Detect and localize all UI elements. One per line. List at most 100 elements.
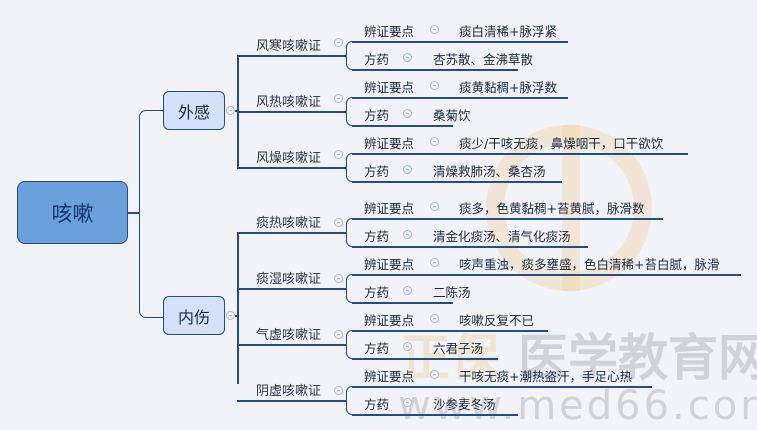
key-points-label: 辨证要点 bbox=[364, 136, 415, 151]
leaf-bracket bbox=[346, 41, 358, 70]
watermark-logo-bar bbox=[562, 125, 580, 291]
subtype-yinxu[interactable]: 阴虚咳嗽证 bbox=[256, 384, 322, 399]
formula-value: 沙参麦冬汤 bbox=[433, 397, 496, 412]
key-points-value: 咳嗽反复不已 bbox=[459, 313, 535, 328]
subtype-fenghan[interactable]: 风寒咳嗽证 bbox=[256, 39, 322, 54]
leaf-bracket bbox=[346, 97, 358, 126]
collapse-toggle-icon[interactable] bbox=[403, 165, 412, 174]
formula-label: 方药 bbox=[364, 397, 390, 412]
key-points-label: 辨证要点 bbox=[364, 80, 415, 95]
collapse-toggle-icon[interactable] bbox=[334, 218, 343, 227]
connector bbox=[235, 315, 237, 317]
collapse-toggle-icon[interactable] bbox=[403, 286, 412, 295]
keypoint-underline bbox=[352, 97, 568, 99]
keypoint-underline bbox=[352, 330, 548, 332]
leaf-bracket bbox=[346, 218, 358, 247]
root-node[interactable]: 咳嗽 bbox=[17, 181, 128, 244]
formula-label: 方药 bbox=[364, 285, 390, 300]
formula-value: 桑菊饮 bbox=[433, 108, 471, 123]
subtype-underline bbox=[237, 232, 346, 234]
subtype-tanshi[interactable]: 痰湿咳嗽证 bbox=[256, 272, 322, 287]
formula-label: 方药 bbox=[364, 341, 390, 356]
formula-value: 清金化痰汤、清气化痰汤 bbox=[433, 229, 571, 244]
subtype-fengzao[interactable]: 风燥咳嗽证 bbox=[256, 151, 322, 166]
formula-label: 方药 bbox=[364, 108, 390, 123]
subtype-qixu[interactable]: 气虚咳嗽证 bbox=[256, 328, 322, 343]
key-points-value: 咳声重浊，痰多壅盛，色白清稀+苔白腻，脉滑 bbox=[459, 257, 720, 272]
collapse-toggle-icon[interactable] bbox=[403, 342, 412, 351]
keypoint-underline bbox=[352, 386, 652, 388]
formula-underline bbox=[352, 125, 453, 127]
collapse-toggle-icon[interactable] bbox=[403, 230, 412, 239]
category-node-waigan[interactable]: 外感 bbox=[163, 91, 225, 130]
keypoint-underline bbox=[352, 153, 688, 155]
leaf-bracket bbox=[346, 330, 358, 359]
collapse-toggle-icon[interactable] bbox=[430, 370, 439, 379]
connector bbox=[235, 110, 237, 112]
key-points-value: 痰多，色黄黏稠+苔黄腻，脉滑数 bbox=[459, 201, 645, 216]
collapse-toggle-icon[interactable] bbox=[334, 330, 343, 339]
key-points-label: 辨证要点 bbox=[364, 257, 415, 272]
keypoint-underline bbox=[352, 274, 741, 276]
leaf-bracket bbox=[346, 153, 358, 182]
collapse-toggle-icon[interactable] bbox=[334, 94, 343, 103]
collapse-toggle-icon[interactable] bbox=[334, 274, 343, 283]
leaf-bracket bbox=[346, 274, 358, 303]
collapse-toggle-icon[interactable] bbox=[226, 311, 235, 320]
keypoint-underline bbox=[352, 218, 663, 220]
subtype-underline bbox=[237, 111, 346, 113]
collapse-toggle-icon[interactable] bbox=[403, 53, 412, 62]
formula-underline bbox=[352, 358, 498, 360]
keypoint-underline bbox=[352, 41, 568, 43]
collapse-toggle-icon[interactable] bbox=[430, 137, 439, 146]
collapse-toggle-icon[interactable] bbox=[403, 109, 412, 118]
key-points-value: 干咳无痰+潮热盗汗，手足心热 bbox=[459, 369, 632, 384]
collapse-toggle-icon[interactable] bbox=[334, 386, 343, 395]
formula-label: 方药 bbox=[364, 52, 390, 67]
formula-value: 清燥救肺汤、桑杏汤 bbox=[433, 164, 546, 179]
watermark-url: www.med66.com bbox=[398, 383, 757, 429]
formula-underline bbox=[352, 181, 562, 183]
collapse-toggle-icon[interactable] bbox=[430, 202, 439, 211]
subtype-underline bbox=[237, 167, 346, 169]
key-points-value: 痰白清稀+脉浮紧 bbox=[459, 24, 557, 39]
formula-value: 二陈汤 bbox=[433, 285, 471, 300]
formula-label: 方药 bbox=[364, 229, 390, 244]
subtype-tanre[interactable]: 痰热咳嗽证 bbox=[256, 216, 322, 231]
formula-underline bbox=[352, 302, 453, 304]
key-points-value: 痰黄黏稠+脉浮数 bbox=[459, 80, 557, 95]
key-points-label: 辨证要点 bbox=[364, 369, 415, 384]
subtype-underline bbox=[237, 344, 346, 346]
category-label: 外感 bbox=[177, 102, 210, 122]
key-points-value: 痰少/干咳无痰，鼻燥咽干，口干欲饮 bbox=[459, 136, 664, 151]
connector bbox=[128, 212, 140, 214]
collapse-toggle-icon[interactable] bbox=[334, 150, 343, 159]
subtype-underline bbox=[237, 288, 346, 290]
collapse-toggle-icon[interactable] bbox=[430, 25, 439, 34]
formula-underline bbox=[352, 414, 518, 416]
subtype-underline bbox=[237, 400, 346, 402]
trunk-line bbox=[237, 232, 239, 384]
collapse-toggle-icon[interactable] bbox=[226, 106, 235, 115]
root-label: 咳嗽 bbox=[51, 201, 94, 226]
watermark-brand: 医学教育网 bbox=[518, 329, 757, 387]
formula-value: 六君子汤 bbox=[433, 341, 484, 356]
key-points-label: 辨证要点 bbox=[364, 24, 415, 39]
root-bracket bbox=[139, 110, 163, 318]
collapse-toggle-icon[interactable] bbox=[430, 258, 439, 267]
collapse-toggle-icon[interactable] bbox=[430, 314, 439, 323]
subtype-underline bbox=[237, 55, 346, 57]
category-node-neishang[interactable]: 内伤 bbox=[163, 296, 225, 335]
category-label: 内伤 bbox=[177, 307, 210, 327]
collapse-toggle-icon[interactable] bbox=[403, 398, 412, 407]
formula-value: 杏苏散、金沸草散 bbox=[433, 52, 534, 67]
leaf-bracket bbox=[346, 386, 358, 415]
subtype-fengre[interactable]: 风热咳嗽证 bbox=[256, 95, 322, 110]
key-points-label: 辨证要点 bbox=[364, 201, 415, 216]
collapse-toggle-icon[interactable] bbox=[430, 81, 439, 90]
formula-underline bbox=[352, 246, 588, 248]
collapse-toggle-icon[interactable] bbox=[334, 38, 343, 47]
formula-label: 方药 bbox=[364, 164, 390, 179]
key-points-label: 辨证要点 bbox=[364, 313, 415, 328]
formula-underline bbox=[352, 69, 518, 71]
